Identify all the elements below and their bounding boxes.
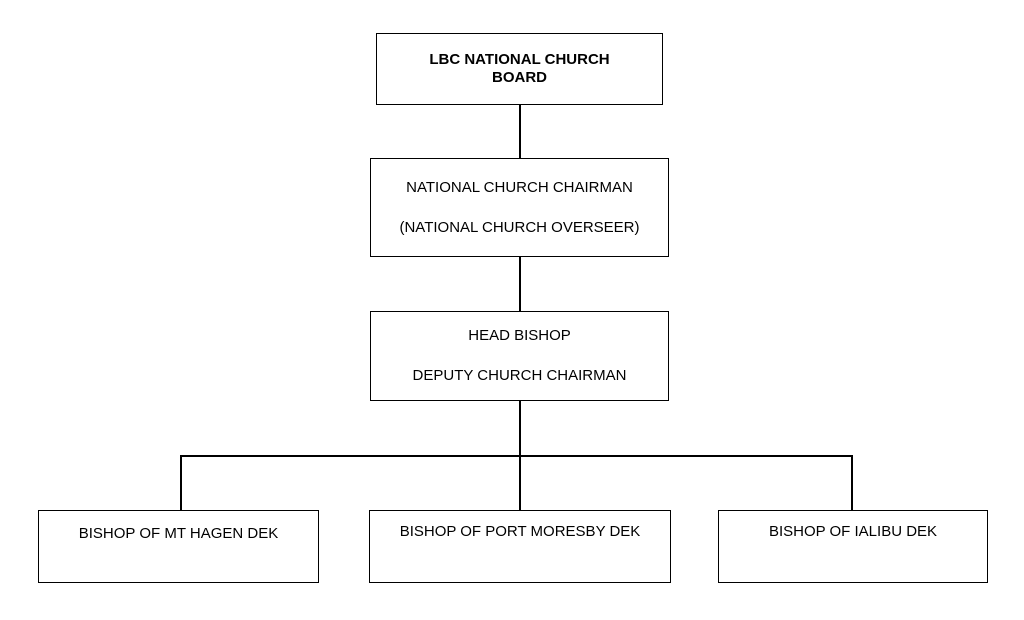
node-board-line2: BOARD — [492, 69, 547, 86]
node-head-bishop: HEAD BISHOP DEPUTY CHURCH CHAIRMAN — [370, 311, 669, 401]
node-national-church-chairman: NATIONAL CHURCH CHAIRMAN (NATIONAL CHURC… — [370, 158, 669, 257]
node-national-church-board: LBC NATIONAL CHURCH BOARD — [376, 33, 663, 105]
node-board-line1: LBC NATIONAL CHURCH — [429, 51, 610, 68]
node-chairman-title: NATIONAL CHURCH CHAIRMAN — [406, 178, 633, 196]
node-bishop-mt-hagen-label: BISHOP OF MT HAGEN DEK — [78, 525, 279, 542]
node-bishop-port-moresby-label: BISHOP OF PORT MORESBY DEK — [399, 523, 641, 540]
connector-branch-mt-hagen — [180, 455, 182, 510]
node-chairman-subtitle: (NATIONAL CHURCH OVERSEER) — [399, 218, 640, 236]
connector-chairman-head-bishop — [519, 257, 521, 311]
node-bishop-ialibu: BISHOP OF IALIBU DEK — [718, 510, 988, 583]
node-bishop-mt-hagen: BISHOP OF MT HAGEN DEK — [38, 510, 319, 583]
connector-board-chairman — [519, 105, 521, 158]
connector-branch-ialibu — [851, 455, 853, 510]
node-bishop-port-moresby: BISHOP OF PORT MORESBY DEK — [369, 510, 671, 583]
node-head-bishop-subtitle: DEPUTY CHURCH CHAIRMAN — [412, 367, 627, 384]
connector-branch-bar — [180, 455, 852, 457]
node-head-bishop-title: HEAD BISHOP — [468, 327, 571, 344]
node-bishop-ialibu-label: BISHOP OF IALIBU DEK — [768, 523, 938, 540]
